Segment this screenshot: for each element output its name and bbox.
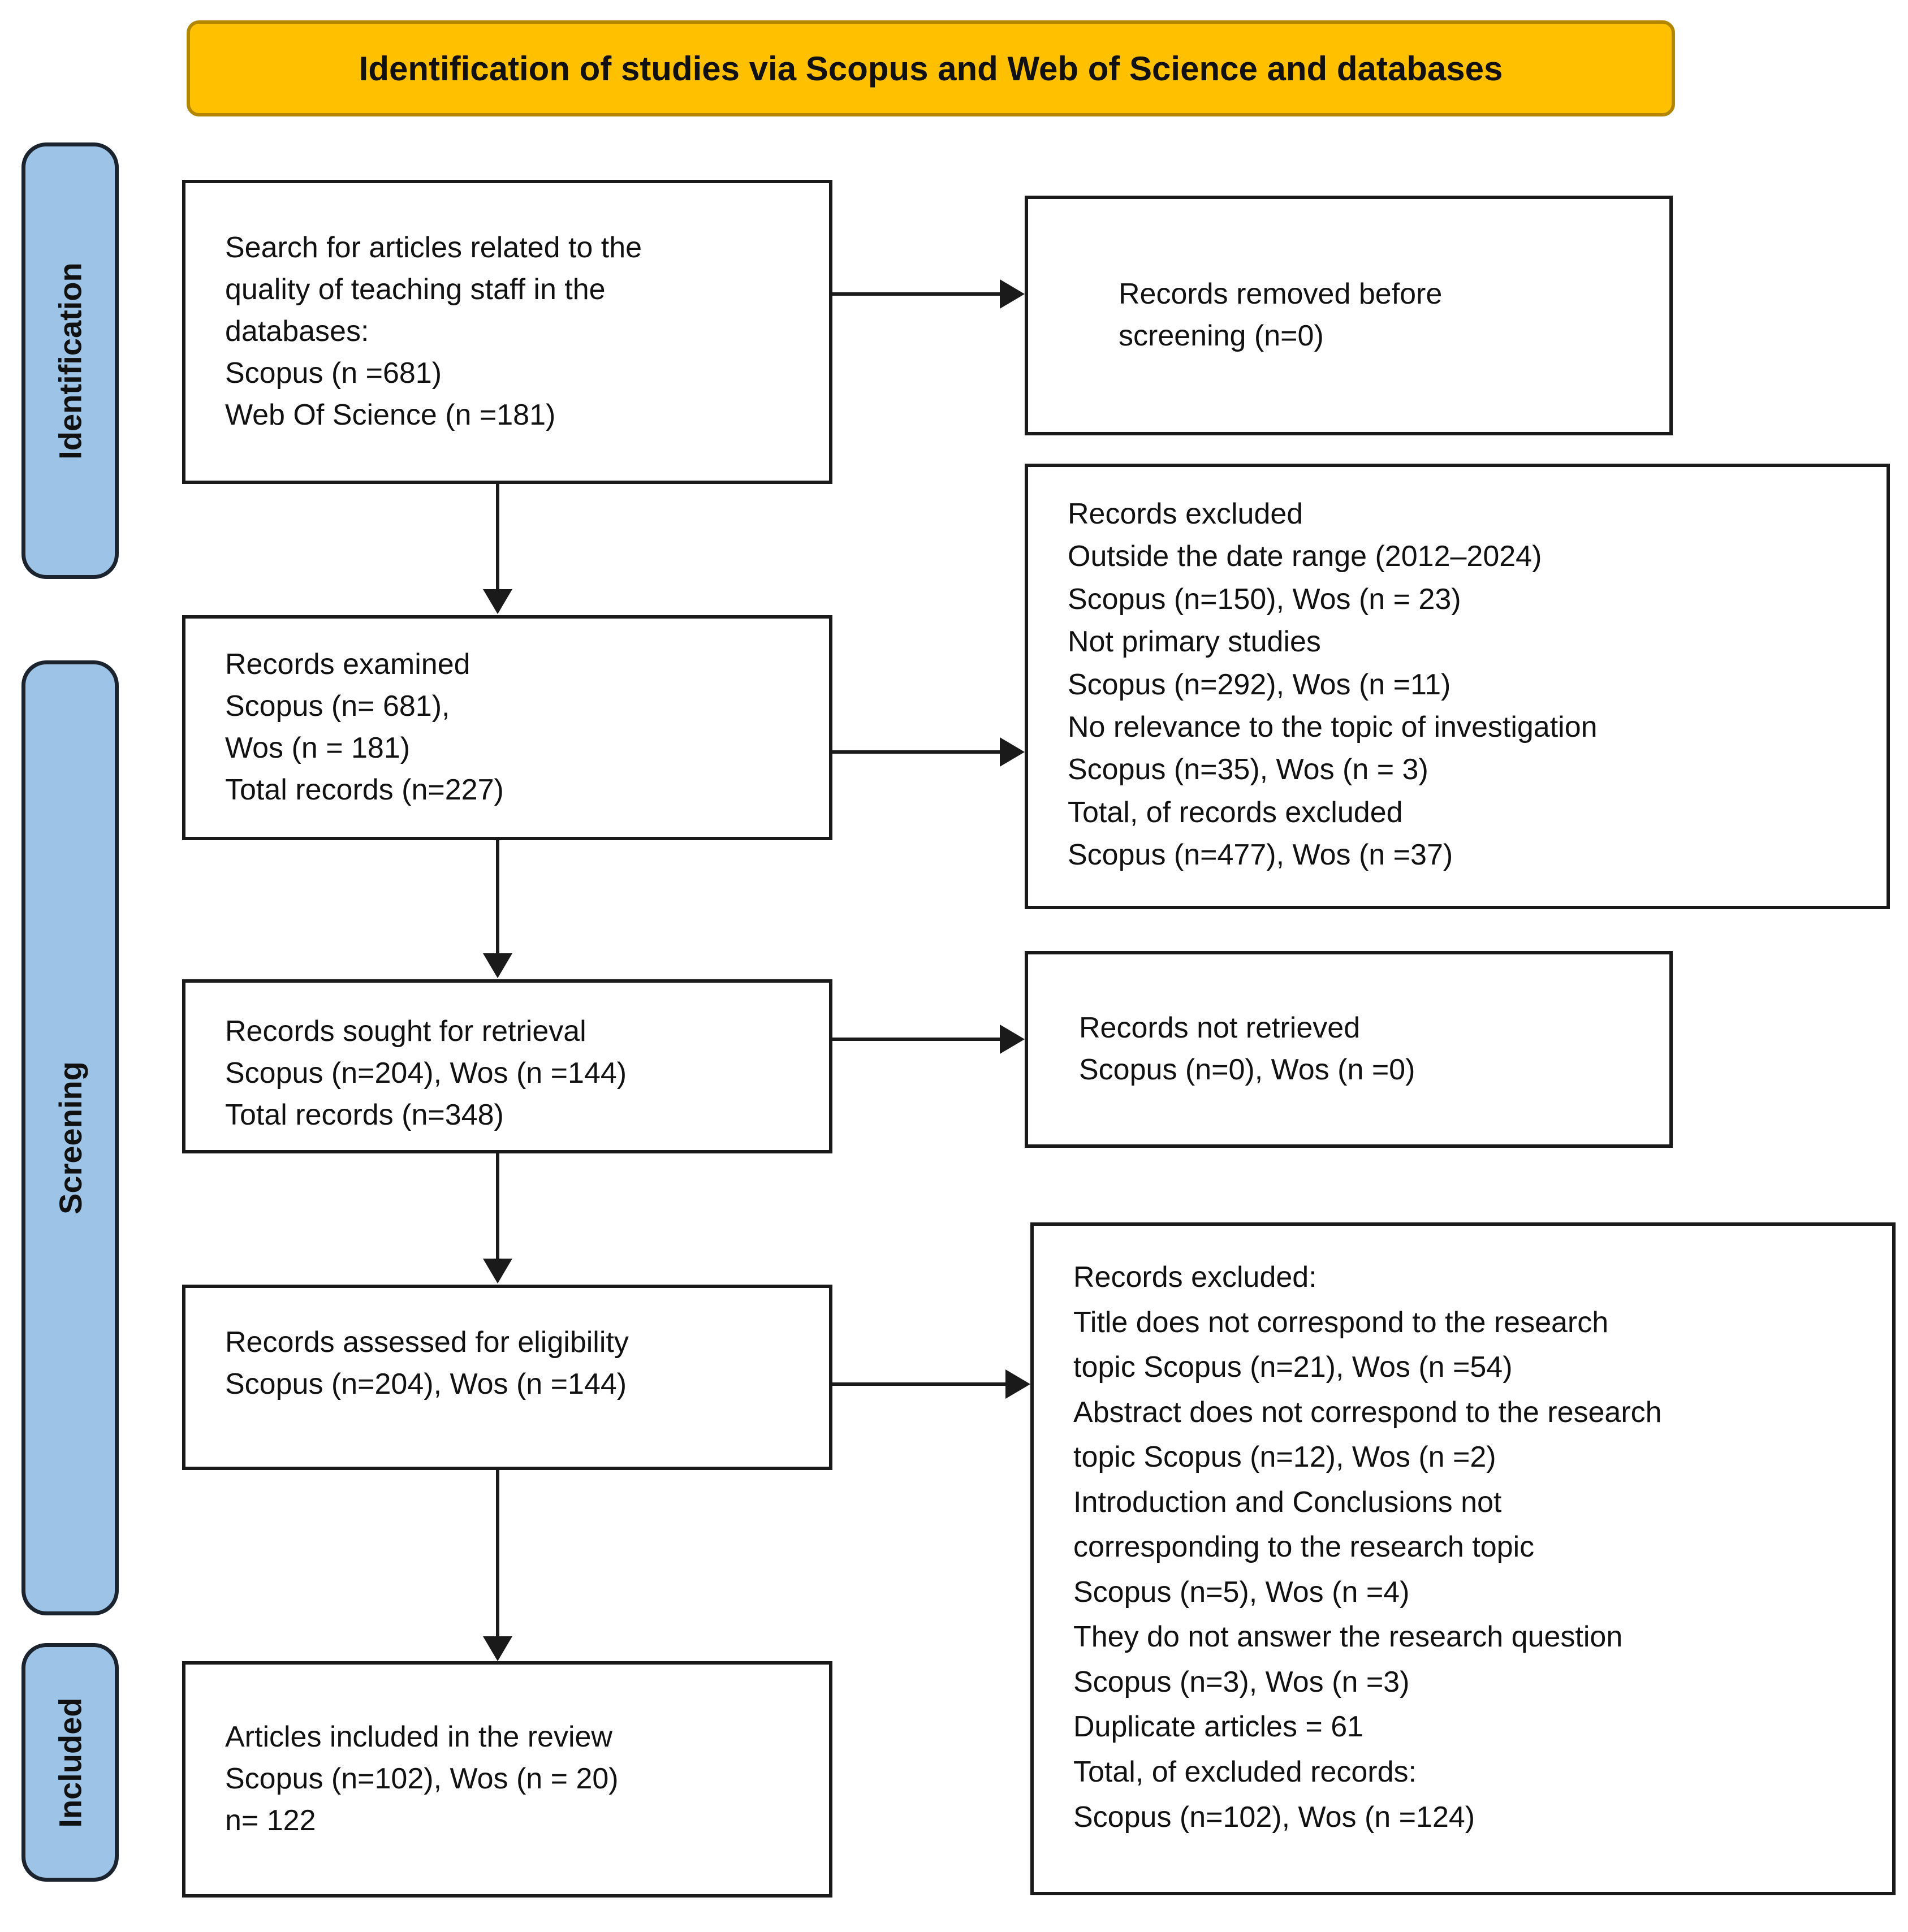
text-line: Scopus (n =681) xyxy=(225,356,442,390)
text-line: topic Scopus (n=21), Wos (n =54) xyxy=(1073,1351,1513,1384)
text-line: Wos (n = 181) xyxy=(225,732,411,764)
text-line: Introduction and Conclusions not xyxy=(1073,1485,1502,1519)
arrow-shaft xyxy=(832,750,1001,754)
text-line: Scopus (n=35), Wos (n = 3) xyxy=(1068,753,1428,786)
stage-label-screening: Screening xyxy=(52,1061,88,1214)
stage-band-included: Included xyxy=(21,1643,119,1882)
text-line: Total, of records excluded xyxy=(1068,796,1403,829)
stage-band-identification: Identification xyxy=(21,142,119,579)
text-line: Scopus (n=102), Wos (n =124) xyxy=(1073,1800,1475,1834)
arrow-shaft xyxy=(832,1382,1007,1386)
text-line: Scopus (n=292), Wos (n =11) xyxy=(1068,668,1451,701)
text-line: Scopus (n=204), Wos (n =144) xyxy=(225,1367,627,1401)
text-line: Records not retrieved xyxy=(1079,1012,1361,1045)
text-line: Records assessed for eligibility xyxy=(225,1326,629,1359)
flow-box-search: Search for articles related to the qualit… xyxy=(182,180,832,484)
text-line: Scopus (n= 681), xyxy=(225,690,450,723)
text-line: Records examined xyxy=(225,648,470,681)
text-line: Search for articles related to the xyxy=(225,231,642,265)
text-line: quality of teaching staff in the xyxy=(225,273,606,306)
banner-title: Identification of studies via Scopus and… xyxy=(187,20,1675,116)
text-line: Title does not correspond to the researc… xyxy=(1073,1306,1609,1339)
arrowhead-down-icon xyxy=(483,953,512,978)
text-line: n= 122 xyxy=(225,1804,316,1837)
text-line: screening (n=0) xyxy=(1119,319,1324,352)
stage-band-screening: Screening xyxy=(21,660,119,1615)
arrow-shaft xyxy=(496,484,499,590)
text-line: Duplicate articles = 61 xyxy=(1073,1710,1364,1744)
text-line: Scopus (n=3), Wos (n =3) xyxy=(1073,1665,1410,1698)
arrow-shaft xyxy=(496,1153,499,1260)
text-line: Articles included in the review xyxy=(225,1721,612,1754)
side-box-records-excluded-eligibility: Records excluded: Title does not correspo… xyxy=(1030,1222,1896,1895)
text-line: No relevance to the topic of investigati… xyxy=(1068,710,1598,744)
arrowhead-right-icon xyxy=(1000,279,1025,309)
side-box-records-removed-before-screening: Records removed before screening (n=0) xyxy=(1025,196,1673,435)
text-line: Not primary studies xyxy=(1068,625,1321,659)
text-line: Scopus (n=477), Wos (n =37) xyxy=(1068,839,1453,872)
text-line: Scopus (n=102), Wos (n = 20) xyxy=(225,1762,619,1796)
text-line: They do not answer the research question xyxy=(1073,1620,1623,1654)
text-line: databases: xyxy=(225,315,369,348)
text-line: Scopus (n=204), Wos (n =144) xyxy=(225,1056,627,1090)
arrowhead-right-icon xyxy=(1005,1369,1030,1399)
text-line: Web Of Science (n =181) xyxy=(225,398,556,431)
text-line: Total, of excluded records: xyxy=(1073,1756,1417,1789)
text-line: Scopus (n=0), Wos (n =0) xyxy=(1079,1053,1415,1086)
text-line: Abstract does not correspond to the rese… xyxy=(1073,1395,1662,1429)
text-line: corresponding to the research topic xyxy=(1073,1531,1535,1564)
text-line: Scopus (n=5), Wos (n =4) xyxy=(1073,1575,1410,1609)
text-line: Records excluded: xyxy=(1073,1261,1317,1294)
arrowhead-right-icon xyxy=(1000,1025,1025,1054)
arrow-shaft xyxy=(496,840,499,954)
arrowhead-right-icon xyxy=(1000,737,1025,767)
text-line: Total records (n=227) xyxy=(225,773,504,806)
text-line: Records sought for retrieval xyxy=(225,1015,586,1048)
text-line: topic Scopus (n=12), Wos (n =2) xyxy=(1073,1441,1496,1474)
text-line: Outside the date range (2012–2024) xyxy=(1068,540,1542,573)
text-line: Scopus (n=150), Wos (n = 23) xyxy=(1068,582,1461,616)
arrow-shaft xyxy=(832,292,1001,296)
stage-label-identification: Identification xyxy=(52,262,88,460)
arrow-shaft xyxy=(496,1470,499,1637)
text-line: Total records (n=348) xyxy=(225,1098,504,1131)
arrowhead-down-icon xyxy=(483,589,512,614)
stage-label-included: Included xyxy=(52,1697,88,1828)
arrowhead-down-icon xyxy=(483,1259,512,1283)
arrow-shaft xyxy=(832,1038,1001,1041)
arrowhead-down-icon xyxy=(483,1636,512,1661)
text-line: Records excluded xyxy=(1068,498,1303,530)
text-line: Records removed before xyxy=(1119,278,1443,311)
